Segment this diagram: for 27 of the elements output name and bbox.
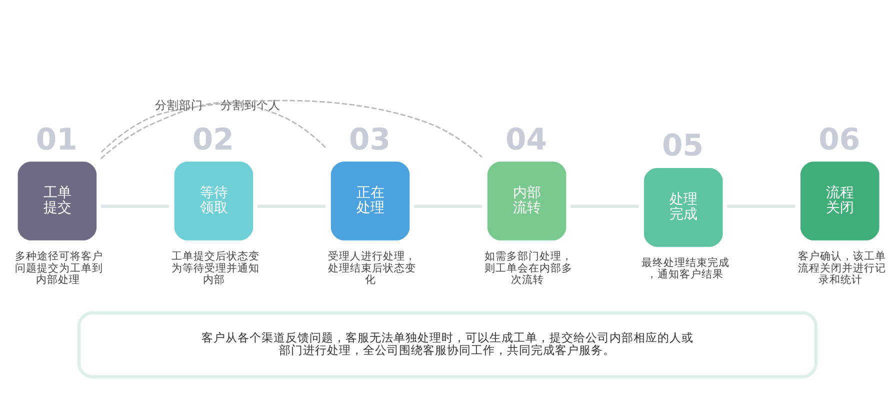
connector [258, 204, 326, 208]
node-label: 05 [662, 128, 704, 164]
node-label: 受理人进行处理，处理结束后状态变化 [328, 249, 416, 286]
connector [100, 204, 169, 208]
node-label: 06 [818, 122, 860, 157]
node-label: 最终处理结束完成，通知客户结果 [641, 255, 730, 280]
node-label: 01 [36, 122, 78, 157]
node-label: 如需多部门处理，则工单会在内部多次流转 [484, 249, 573, 286]
node-label: 客户确认，该工单流程关闭并进行记录和统计 [798, 249, 886, 286]
node-label: 03 [348, 122, 390, 157]
node-box: 客户从各个渠道反馈问题，客服无法单独处理时，可以生成工单，提交给公司内部相应的人或部门进行处理，全公司围绕客服协同工作，共同完成客户服务。 [77, 310, 818, 378]
connector [414, 204, 482, 208]
connector [100, 101, 326, 159]
node-label: 多种途径可将客户问题提交为工单到内部处理 [15, 249, 104, 286]
node-label: 02 [192, 122, 234, 157]
node-box: 工单提交 [18, 161, 97, 240]
connector [100, 99, 482, 158]
node-label: 04 [506, 122, 547, 157]
node-box: 等待领取 [174, 161, 254, 240]
connector [727, 204, 796, 208]
node-box: 流程关闭 [800, 161, 880, 240]
node-box: 正在处理 [330, 161, 410, 240]
node-label: 工单提交后状态变为等待受理并通知内部 [172, 249, 260, 286]
node-box: 处理完成 [644, 168, 723, 246]
connector [570, 204, 639, 208]
edge-label: 分割部门 [155, 98, 204, 112]
node-box: 内部流转 [487, 161, 566, 240]
